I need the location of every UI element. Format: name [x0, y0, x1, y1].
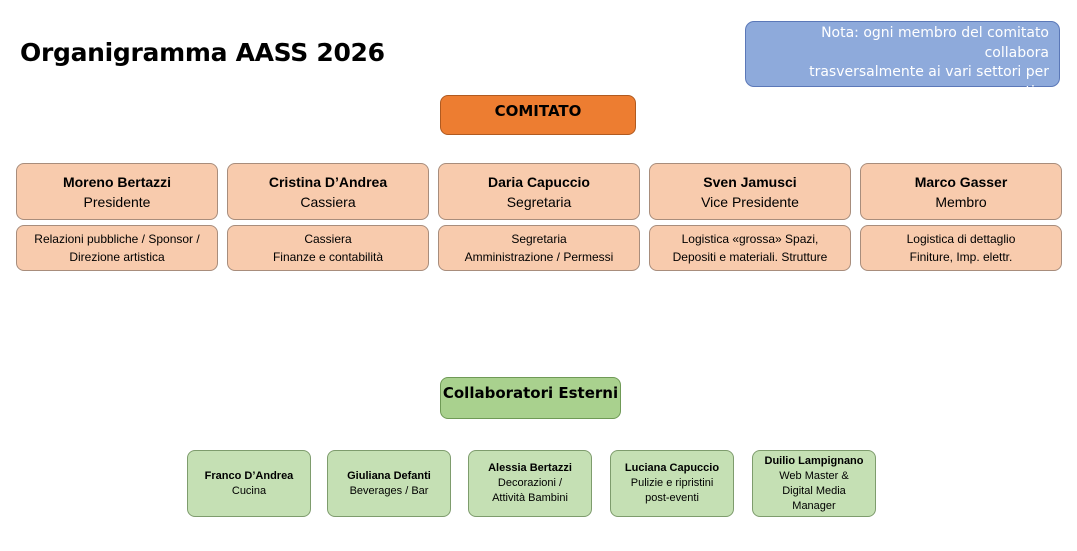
external-role-line: Digital Media [782, 484, 846, 497]
duty-line: Depositi e materiali. Strutture [672, 250, 828, 264]
duty-line: Finiture, Imp. elettr. [909, 250, 1013, 264]
collaborators-label: Collaboratori Esterni [442, 384, 619, 402]
duty-line: Logistica «grossa» Spazi, [681, 232, 819, 246]
duty-box-presidente: Relazioni pubbliche / Sponsor / Direzion… [16, 225, 218, 271]
duty-line: Logistica di dettaglio [906, 232, 1016, 246]
member-name: Daria Capuccio [488, 173, 590, 190]
external-name: Alessia Bertazzi [488, 462, 572, 474]
note-line: trasversalmente ai vari settori per gara… [809, 64, 1049, 100]
member-role: Cassiera [300, 193, 356, 210]
external-role-line: Decorazioni / [497, 477, 563, 489]
external-box: Franco D’Andrea Cucina [187, 450, 311, 517]
external-role-line: Web Master & [779, 469, 849, 482]
member-box-cassiera: Cristina D’Andrea Cassiera [227, 163, 429, 220]
page-title: Organigramma AASS 2026 [20, 38, 385, 67]
duty-line: Direzione artistica [69, 250, 165, 264]
external-role-line: Pulizie e ripristini [630, 477, 714, 489]
external-box: Luciana Capuccio Pulizie e ripristini po… [610, 450, 734, 517]
duty-box-membro: Logistica di dettaglio Finiture, Imp. el… [860, 225, 1062, 271]
member-box-vice-presidente: Sven Jamusci Vice Presidente [649, 163, 851, 220]
note-line: Nota: ogni membro del comitato collabora [821, 25, 1049, 61]
member-box-presidente: Moreno Bertazzi Presidente [16, 163, 218, 220]
member-role: Segretaria [506, 193, 572, 210]
duty-line: Cassiera [304, 232, 352, 246]
member-role: Membro [935, 193, 987, 210]
note-box: Nota: ogni membro del comitato collabora… [745, 21, 1060, 139]
duty-box-cassiera: Cassiera Finanze e contabilità [227, 225, 429, 271]
external-name: Luciana Capuccio [624, 462, 720, 474]
external-name: Giuliana Defanti [347, 469, 431, 482]
external-role-line: Manager [792, 499, 836, 512]
member-box-membro: Marco Gasser Membro [860, 163, 1062, 220]
note-line: coordinamento ed efficienza organizzativ… [849, 103, 1049, 139]
member-name: Sven Jamusci [703, 173, 797, 190]
comitato-label: COMITATO [494, 102, 582, 120]
member-name: Cristina D’Andrea [268, 173, 388, 190]
external-name: Franco D’Andrea [204, 469, 294, 482]
member-role: Vice Presidente [701, 193, 799, 210]
duty-line: Amministrazione / Permessi [464, 250, 614, 264]
external-role-line: Attività Bambini [492, 492, 568, 504]
duty-line: Finanze e contabilità [272, 250, 384, 264]
duty-line: Relazioni pubbliche / Sponsor / [34, 232, 200, 246]
member-name: Moreno Bertazzi [62, 173, 172, 190]
external-role-line: Beverages / Bar [349, 484, 429, 497]
collaborators-header-box: Collaboratori Esterni [440, 377, 621, 419]
external-name: Duilio Lampignano [764, 454, 864, 467]
external-role-line: post-eventi [645, 492, 699, 504]
external-role-line: Cucina [231, 484, 267, 497]
external-box: Giuliana Defanti Beverages / Bar [327, 450, 451, 517]
duty-box-vice-presidente: Logistica «grossa» Spazi, Depositi e mat… [649, 225, 851, 271]
duty-box-segretaria: Segretaria Amministrazione / Permessi [438, 225, 640, 271]
external-box: Alessia Bertazzi Decorazioni / Attività … [468, 450, 592, 517]
duty-line: Segretaria [511, 232, 567, 246]
external-box: Duilio Lampignano Web Master & Digital M… [752, 450, 876, 517]
comitato-header-box: COMITATO [440, 95, 636, 135]
member-box-segretaria: Daria Capuccio Segretaria [438, 163, 640, 220]
member-role: Presidente [83, 193, 151, 210]
member-name: Marco Gasser [914, 173, 1008, 190]
